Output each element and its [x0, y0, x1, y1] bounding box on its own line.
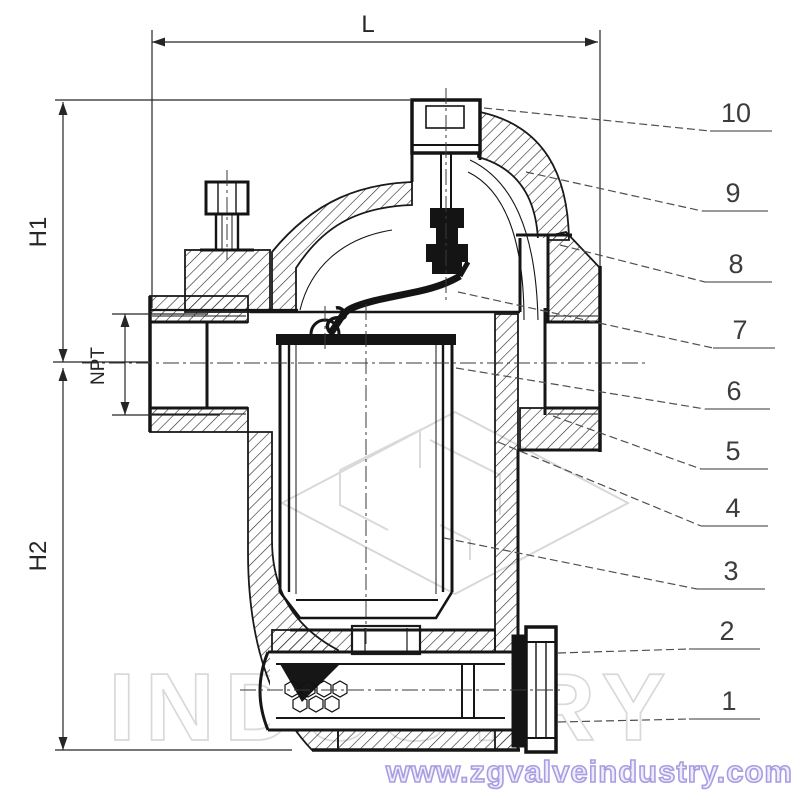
svg-text:2: 2 [719, 616, 734, 646]
valve-disc [436, 228, 458, 244]
callout-4: 4 [497, 441, 768, 527]
dimension-labels: L H1 H2 NPT [25, 11, 375, 571]
svg-text:6: 6 [726, 376, 741, 406]
dimension-arrows [58, 37, 598, 750]
valve-seat-bracket [426, 244, 468, 262]
svg-text:4: 4 [725, 493, 740, 523]
svg-text:10: 10 [721, 98, 751, 128]
body-right-wall [494, 313, 519, 653]
lever-pivot [432, 262, 462, 274]
callout-5: 5 [552, 415, 768, 470]
drain-seat-detail [364, 628, 408, 652]
dim-label-H2: H2 [25, 541, 52, 572]
callout-6: 6 [455, 367, 770, 410]
svg-text:1: 1 [721, 686, 736, 716]
svg-text:5: 5 [725, 436, 740, 466]
callout-2: 2 [557, 616, 760, 654]
dim-label-L: L [361, 11, 374, 38]
callout-10: 10 [483, 98, 772, 132]
callout-7: 7 [457, 291, 775, 349]
watermark-url: www.zgvalveindustry.com [385, 754, 793, 789]
svg-text:9: 9 [725, 178, 740, 208]
plug-washer [511, 634, 528, 748]
valve-seat-body [430, 208, 464, 228]
svg-text:7: 7 [732, 315, 747, 345]
svg-text:3: 3 [723, 556, 738, 586]
dimensions [53, 30, 601, 751]
inlet-boss-bottom [149, 407, 249, 433]
lever-mechanism [325, 153, 471, 337]
callout-1: 1 [557, 686, 760, 723]
bonnet-dome-wall [271, 181, 413, 313]
callout-8: 8 [559, 244, 772, 283]
strainer-mesh [280, 664, 348, 713]
callout-9: 9 [525, 171, 768, 212]
lever-spring [325, 306, 347, 336]
dim-label-H1: H1 [25, 217, 52, 248]
outlet-bore [545, 322, 600, 408]
mesh-wedge [280, 664, 340, 702]
outlet-boss-bottom [519, 407, 601, 451]
inlet-bore [150, 322, 248, 408]
callout-3: 3 [443, 537, 765, 590]
body-outlines [148, 159, 602, 752]
svg-text:8: 8 [728, 249, 743, 279]
dim-label-NPT: NPT [88, 347, 109, 385]
outlet-passage [520, 238, 548, 322]
centerlines [82, 88, 648, 691]
cap-socket [425, 105, 465, 129]
callouts: 10 9 8 7 6 5 4 [443, 98, 775, 723]
